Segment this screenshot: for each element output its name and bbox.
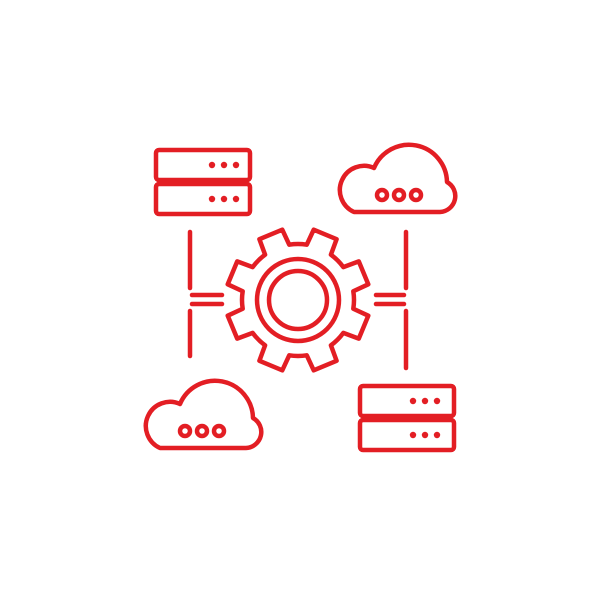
server-icon — [357, 383, 457, 453]
connector-line — [187, 229, 225, 359]
cloud-dots — [374, 187, 424, 203]
cloud-icon — [337, 142, 458, 215]
connector-line — [373, 229, 409, 371]
gear-inner-ring — [254, 256, 342, 344]
server-indicator-dots — [208, 161, 240, 203]
cloud-icon — [143, 378, 264, 451]
gear-center-ring — [266, 268, 330, 332]
server-icon — [153, 147, 253, 217]
gear-icon — [225, 227, 371, 373]
server-indicator-dots — [409, 397, 441, 439]
cloud-dots — [177, 423, 227, 439]
